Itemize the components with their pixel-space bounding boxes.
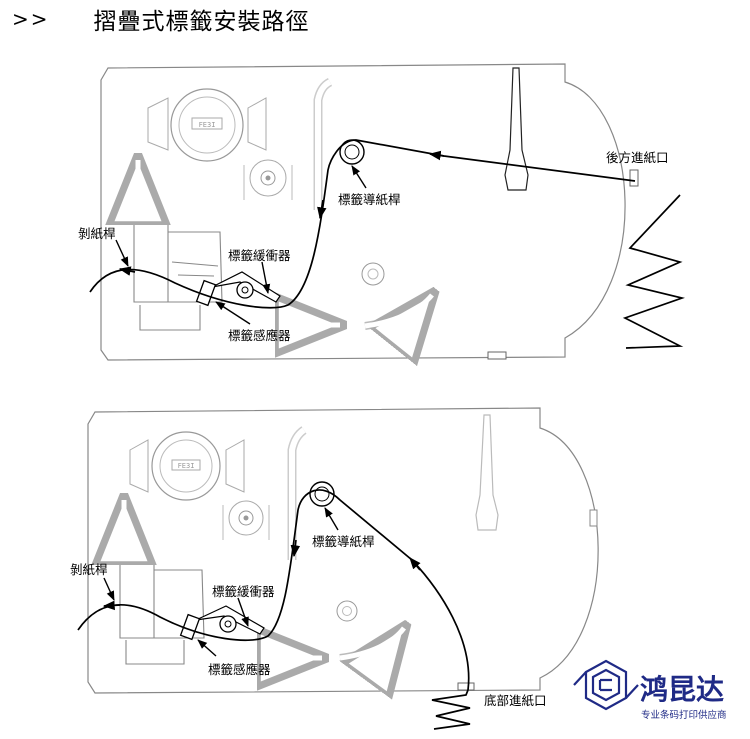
- rear-slot: [629, 169, 639, 187]
- rear-slot: [589, 509, 598, 527]
- page-heading: >> 摺疊式標籤安裝路徑: [12, 2, 310, 36]
- print-mechanism: [133, 202, 223, 331]
- label-entry: 底部進紙口: [484, 693, 547, 708]
- buffer-arm: [195, 605, 265, 635]
- heading-marker: >>: [12, 7, 50, 31]
- buffer-arm: [211, 271, 281, 303]
- diagram-bottom-feed: FE3I: [70, 407, 599, 730]
- label-buffer: 標籤緩衝器: [228, 248, 291, 263]
- label-entry: 後方進紙口: [606, 150, 669, 165]
- platen-roller: [361, 262, 385, 286]
- label-path: [89, 139, 686, 349]
- direction-arrow: [340, 628, 404, 658]
- label-sensor: 標籤感應器: [208, 662, 271, 677]
- bottom-slot: [487, 351, 507, 360]
- hub-text: FE3I: [199, 121, 216, 129]
- label-buffer: 標籤緩衝器: [212, 584, 275, 599]
- label-path: [77, 489, 471, 730]
- direction-arrow: [365, 295, 432, 326]
- bottom-slot: [457, 682, 475, 691]
- sensor-block: [179, 613, 201, 641]
- logo-name: 鸿昆达: [640, 673, 724, 706]
- logo-tagline: 专业条码打印供应商: [641, 709, 727, 721]
- label-peel-bar: 剝紙桿: [70, 562, 108, 577]
- hub-text: FE3I: [178, 462, 195, 470]
- ribbon-spindle: FE3I: [129, 431, 245, 501]
- diagram-rear-feed: FE3I: [78, 63, 686, 361]
- take-up-spindle: [243, 159, 293, 200]
- label-guide-bar: 標籤導紙桿: [312, 534, 375, 549]
- page-title: 摺疊式標籤安裝路徑: [93, 9, 310, 35]
- label-guide-bar: 標籤導紙桿: [338, 192, 401, 207]
- rear-label-guide: [504, 67, 529, 191]
- print-mechanism: [119, 543, 205, 665]
- label-sensor: 標籤感應器: [228, 328, 291, 343]
- printer-body-outline: [87, 407, 599, 694]
- take-up-spindle: [222, 500, 270, 540]
- platen-roller: [336, 600, 358, 622]
- rear-label-guide: [475, 414, 499, 531]
- printer-body-outline: [100, 63, 626, 361]
- logo-emblem-icon: [573, 659, 639, 711]
- ribbon-spindle: FE3I: [147, 88, 267, 162]
- company-logo: 鸿昆达 专业条码打印供应商: [573, 659, 727, 721]
- sensor-block: [195, 279, 217, 307]
- label-peel-bar: 剝紙桿: [78, 226, 116, 241]
